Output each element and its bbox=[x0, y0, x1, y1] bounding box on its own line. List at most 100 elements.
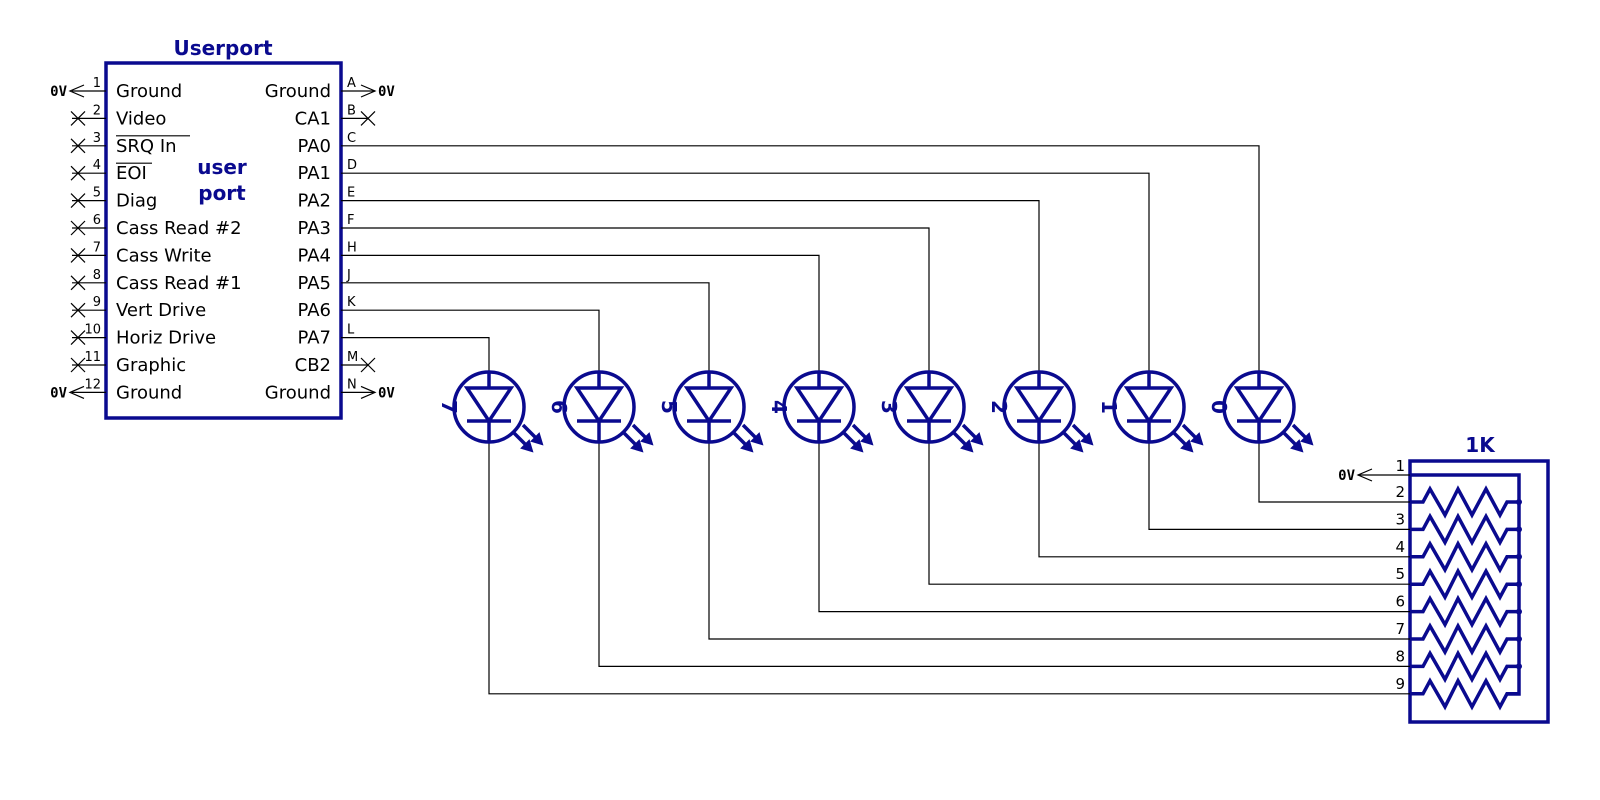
pin-number: B bbox=[347, 103, 356, 118]
pin-number: K bbox=[347, 295, 356, 310]
led-label: 6 bbox=[547, 400, 571, 414]
light-emission-arrows-icon bbox=[951, 423, 984, 453]
no-connect-icon bbox=[70, 138, 86, 154]
led-7: 7 bbox=[341, 337, 1410, 695]
pin-number: L bbox=[347, 323, 355, 338]
no-connect-icon bbox=[360, 357, 376, 373]
diode-symbol-icon bbox=[793, 372, 845, 442]
resistor-pin-number: 7 bbox=[1395, 620, 1405, 638]
pin-number: J bbox=[346, 268, 351, 283]
pin-number: M bbox=[347, 350, 358, 365]
resistor: 7 bbox=[1395, 620, 1522, 656]
connector-center-label: user bbox=[197, 155, 247, 179]
resistor-zigzag-icon bbox=[1410, 649, 1519, 684]
led-label: 5 bbox=[657, 400, 681, 414]
arrow-head bbox=[530, 432, 544, 446]
resistor: 8 bbox=[1395, 647, 1522, 684]
wire bbox=[341, 227, 930, 372]
pin-number: A bbox=[347, 76, 356, 91]
resistor-zigzag-icon bbox=[1410, 594, 1519, 629]
connector-center-label: port bbox=[198, 181, 246, 205]
resistor-network-body bbox=[1408, 459, 1550, 724]
pin-label: Ground bbox=[116, 81, 182, 102]
resistor-zigzag-icon bbox=[1410, 567, 1519, 601]
resistor: 2 bbox=[1395, 483, 1522, 519]
resistor-pin-number: 9 bbox=[1395, 675, 1405, 693]
pin-number: 8 bbox=[93, 268, 101, 283]
ground-arrow-icon bbox=[68, 84, 85, 98]
ground-label: 0V bbox=[378, 84, 395, 100]
pin-number: N bbox=[347, 377, 357, 392]
pin-number: F bbox=[347, 213, 354, 228]
arrow-head bbox=[1180, 439, 1194, 453]
pin-number: E bbox=[347, 186, 355, 201]
no-connect-icon bbox=[70, 302, 86, 318]
pin-label: CB2 bbox=[295, 355, 331, 376]
pin-number: 2 bbox=[93, 103, 101, 118]
ground-arrow-icon bbox=[68, 385, 85, 399]
pin-label: PA5 bbox=[298, 273, 331, 294]
diode-symbol-icon bbox=[573, 372, 625, 442]
led-label: 1 bbox=[1097, 400, 1121, 414]
wire bbox=[341, 282, 710, 372]
resistor-zigzag-icon bbox=[1410, 485, 1519, 519]
wire bbox=[341, 145, 1260, 372]
arrow-head bbox=[740, 439, 754, 453]
pin-number: 6 bbox=[93, 213, 101, 228]
junction-dot bbox=[1516, 526, 1522, 533]
junction-dot bbox=[1516, 663, 1522, 670]
pin-label: Horiz Drive bbox=[116, 328, 216, 349]
arrow-head bbox=[960, 439, 974, 453]
arrow-head bbox=[1070, 439, 1084, 453]
resistor: 6 bbox=[1395, 593, 1522, 629]
resistor-zigzag-icon bbox=[1410, 512, 1519, 547]
junction-dot bbox=[1516, 636, 1522, 642]
led-label: 3 bbox=[877, 400, 901, 414]
no-connect-icon bbox=[70, 357, 86, 373]
wire bbox=[341, 172, 1150, 372]
pin-number: 7 bbox=[93, 240, 101, 255]
no-connect-icon bbox=[70, 165, 86, 181]
connector-left-pin: 7 Cass Write bbox=[70, 240, 212, 266]
pin-number: 12 bbox=[84, 377, 101, 392]
led-4: 4 bbox=[341, 254, 1410, 613]
ground-arrow-icon bbox=[360, 84, 377, 98]
pin-label: Cass Write bbox=[116, 245, 212, 266]
resistor-zigzag-icon bbox=[1410, 622, 1519, 656]
pin-label: PA6 bbox=[298, 300, 331, 321]
resistor-zigzag-icon bbox=[1410, 677, 1519, 711]
ground-arrow-icon bbox=[1356, 468, 1373, 482]
ground-arrow-icon bbox=[360, 385, 377, 399]
resistor-pin-number: 1 bbox=[1395, 457, 1405, 475]
resistor-value-label: 1K bbox=[1465, 433, 1496, 457]
wire bbox=[1258, 442, 1410, 503]
led-1: 1 bbox=[341, 172, 1410, 530]
led-6: 6 bbox=[341, 309, 1410, 667]
diode-symbol-icon bbox=[1123, 372, 1175, 442]
arrow-head bbox=[640, 432, 654, 446]
light-emission-arrows-icon bbox=[731, 423, 764, 453]
arrow-head bbox=[970, 432, 984, 446]
connector-right-pin: CB2 M bbox=[295, 350, 376, 376]
led-label: 2 bbox=[987, 400, 1011, 414]
pin-number: D bbox=[347, 158, 357, 173]
led-3: 3 bbox=[341, 227, 1410, 585]
pin-number: 9 bbox=[93, 295, 101, 310]
arrow-head bbox=[1080, 432, 1094, 446]
light-emission-arrows-icon bbox=[621, 423, 654, 453]
